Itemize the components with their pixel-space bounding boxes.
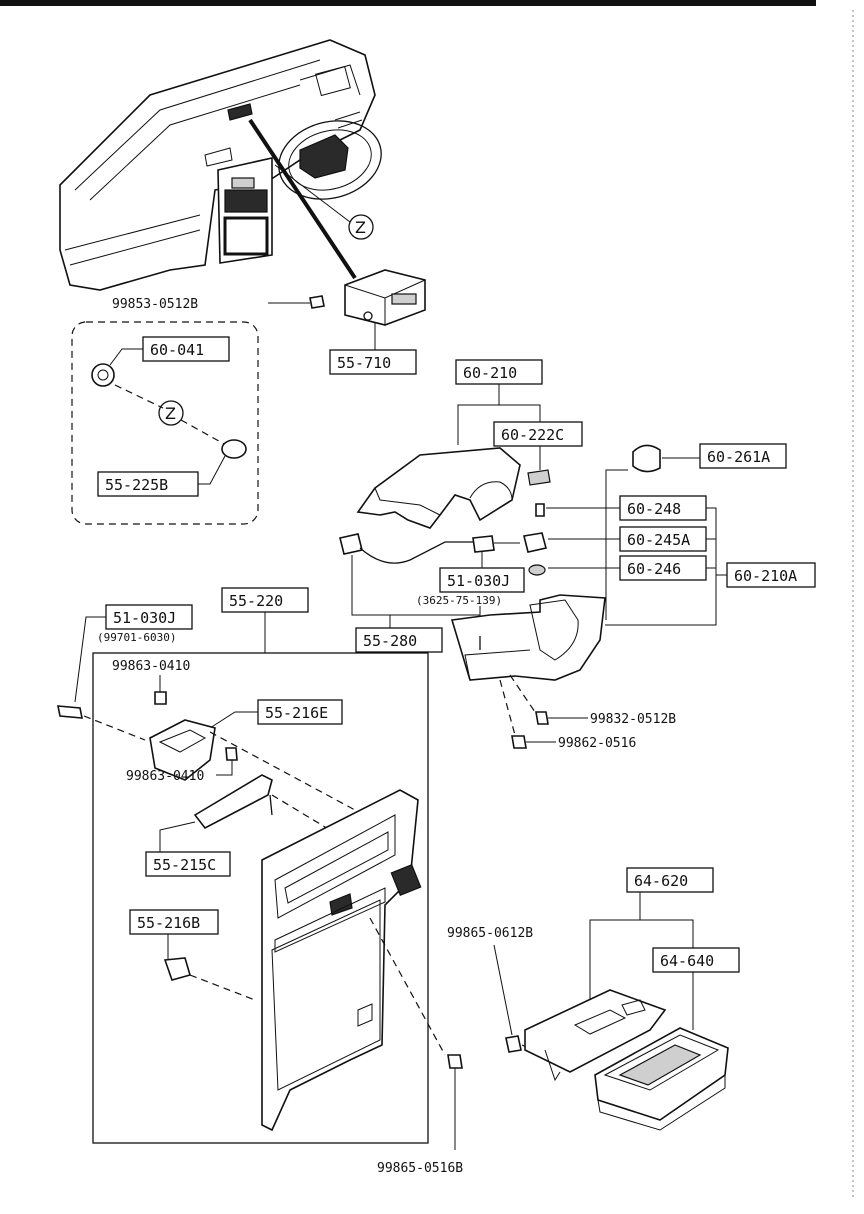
dash-z-1 [114,384,164,409]
part-55-215c-illustration [193,774,273,830]
part-60-210-upper-cover [356,447,521,529]
screw-99865-0612b-illustration [505,1035,522,1053]
part-60-248-illustration [535,503,545,517]
part-box-55-280 [355,627,443,653]
part-51-030j-b-bulb [57,705,83,719]
part-label-55-225b: 55-225B [105,476,168,494]
detail-z-box [71,321,259,525]
part-55-710-illustration [309,269,426,326]
leader-60-261a [605,469,628,620]
part-60-246-illustration [528,564,546,576]
part-label-51-030j-a: 51-030J [447,572,510,590]
leader-60-041 [109,348,143,366]
part-box-55-215c [145,851,231,877]
part-label-55-216b: 55-216B [137,914,200,932]
part-label-60-210: 60-210 [463,364,517,382]
part-64-620-tray-lid [524,989,667,1073]
screw-99832-illustration [535,711,549,725]
part-60-210a-lower-cover [450,594,606,681]
screw-label-99865-0612b: 99865-0612B [447,926,533,941]
part-box-64-640 [652,947,740,973]
screw-99863-a-illustration [154,691,167,705]
part-label-60-245a: 60-245A [627,531,690,549]
screw-label-99865-0516b: 99865-0516B [377,1161,463,1176]
screw-99863-b-illustration [225,747,238,761]
part-label-60-246: 60-246 [627,560,681,578]
part-box-55-710 [329,349,417,375]
top-border [0,0,816,6]
part-label-55-220: 55-220 [229,592,283,610]
part-label-60-222c: 60-222C [501,426,564,444]
part-label-64-640: 64-640 [660,952,714,970]
screw-label-99863-0410-b: 99863-0410 [126,769,204,784]
part-box-60-210a [726,562,816,588]
part-label-55-216e: 55-216E [265,704,328,722]
part-label-60-041: 60-041 [150,341,204,359]
z-callout-circle-detail [158,400,184,426]
leader-60-210b [499,404,541,422]
z-callout-circle-top [348,214,374,240]
screw-label-99862-0516: 99862-0516 [558,736,636,751]
part-label-55-710: 55-710 [337,354,391,372]
part-box-60-222c [493,421,583,447]
part-label-55-215c: 55-215C [153,856,216,874]
part-box-55-225b [97,471,199,497]
part-60-041-illustration [91,363,115,387]
part-60-245a-illustration [523,532,547,553]
leader-55-225b [198,455,226,485]
dashboard-illustration [59,39,382,291]
part-label-51-030j-b: 51-030J [113,609,176,627]
part-sublabel-99701-6030: (99701-6030) [97,631,176,644]
z-callout-detail: Z [165,404,176,423]
z-callout-top: Z [355,218,366,237]
part-60-222c-illustration [527,469,551,486]
dash-z-2 [180,419,227,446]
part-label-60-261a: 60-261A [707,448,770,466]
screw-label-99832-0512b: 99832-0512B [590,712,676,727]
part-box-55-216b [129,909,219,935]
part-55-225b-illustration [221,439,247,459]
part-55-280-harness [339,533,520,564]
leader-60-210 [457,384,500,445]
part-55-216b-illustration [163,957,191,981]
screw-99862-illustration [511,735,527,749]
part-box-60-261a [699,443,787,469]
part-label-60-248: 60-248 [627,500,681,518]
part-box-64-620 [626,867,714,893]
part-sublabel-3625-75-139: (3625-75-139) [416,594,502,607]
part-55-220-panel-illustration [261,789,422,1132]
part-label-64-620: 64-620 [634,872,688,890]
panel-assembly-box [92,652,429,1144]
part-label-60-210a: 60-210A [734,567,797,585]
part-60-261a-illustration [632,444,661,473]
screw-99865-0516b-illustration [447,1054,463,1069]
screw-label-99863-0410-a: 99863-0410 [112,659,190,674]
part-label-55-280: 55-280 [363,632,417,650]
screw-label-99853-0512b: 99853-0512B [112,297,198,312]
